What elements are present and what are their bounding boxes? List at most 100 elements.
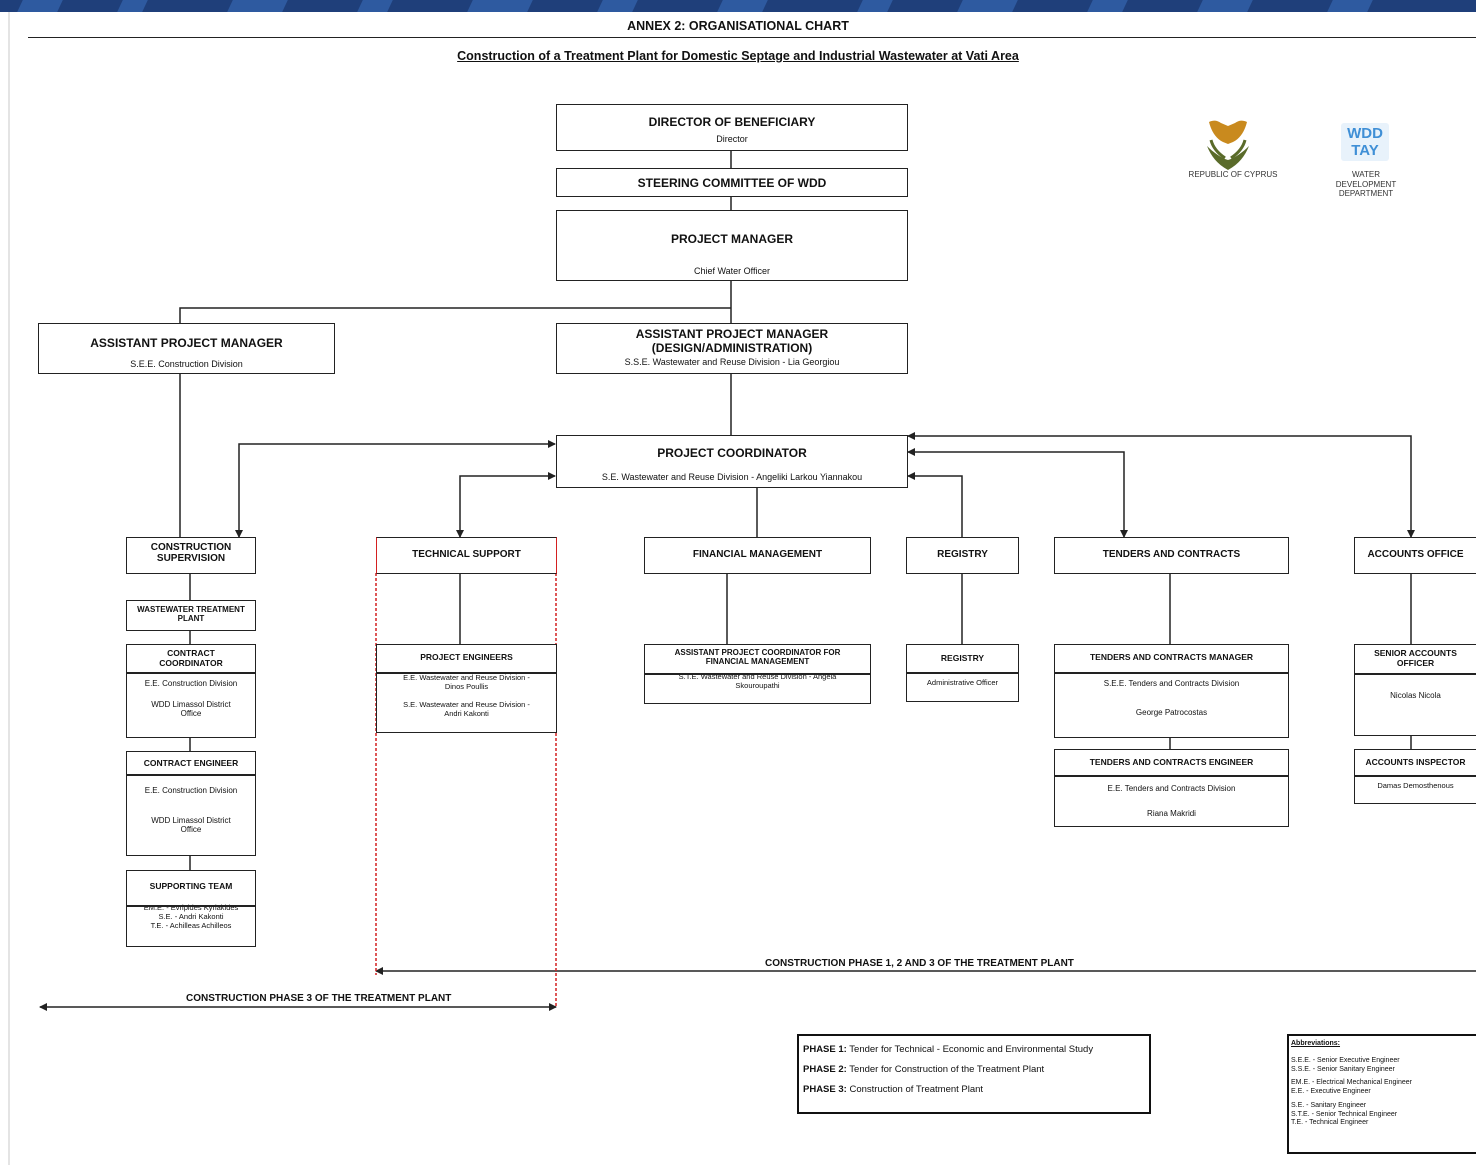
top-decorative-bar xyxy=(0,0,1476,12)
tenders-eng-line-1: E.E. Tenders and Contracts Division xyxy=(1107,784,1236,793)
financial-sub-title-2: FINANCIAL MANAGEMENT xyxy=(705,657,810,666)
technical-header: TECHNICAL SUPPORT xyxy=(412,549,521,560)
director-title: DIRECTOR OF BENEFICIARY xyxy=(648,115,816,129)
financial-management-box: FINANCIAL MANAGEMENT xyxy=(644,537,871,574)
sao-name: Nicolas Nicola xyxy=(1390,691,1441,700)
abbr-group-1: S.E.E. - Senior Executive Engineer S.S.E… xyxy=(1291,1057,1476,1075)
phase-1-text: Tender for Technical - Economic and Envi… xyxy=(849,1044,1094,1055)
accounts-office-box: ACCOUNTS OFFICE xyxy=(1354,537,1476,574)
project-engineers-box: PROJECT ENGINEERS E.E. Wastewater and Re… xyxy=(376,644,557,733)
arrow-coordinator-technical xyxy=(456,472,556,538)
sao-title-1: SENIOR ACCOUNTS xyxy=(1374,648,1457,658)
contract-coordinator-box: CONTRACT COORDINATOR E.E. Construction D… xyxy=(126,644,256,738)
director-sub: Director xyxy=(716,134,748,144)
senior-accounts-officer-box: SENIOR ACCOUNTS OFFICER Nicolas Nicola xyxy=(1354,644,1476,736)
registry-sub-title: REGISTRY xyxy=(940,653,985,663)
phase-legend-box: PHASE 1: Tender for Technical - Economic… xyxy=(797,1034,1151,1114)
chart-subtitle: Construction of a Treatment Plant for Do… xyxy=(457,49,1019,63)
phase-2-row: PHASE 2: Tender for Construction of the … xyxy=(803,1064,1149,1075)
phase-3-label: CONSTRUCTION PHASE 3 OF THE TREATMENT PL… xyxy=(186,993,452,1004)
arrow-coordinator-tenders xyxy=(907,448,1128,538)
accounts-header: ACCOUNTS OFFICE xyxy=(1367,549,1464,560)
tenders-eng-title: TENDERS AND CONTRACTS ENGINEER xyxy=(1089,757,1254,767)
abbr-7: T.E. - Technical Engineer xyxy=(1291,1119,1369,1127)
apm-right-title-1: ASSISTANT PROJECT MANAGER xyxy=(635,327,829,341)
abbreviations-heading: Abbreviations: xyxy=(1291,1040,1341,1047)
cyprus-caption: REPUBLIC OF CYPRUS xyxy=(1188,170,1278,179)
ce-line-1: E.E. Construction Division xyxy=(144,786,238,795)
page-left-rule xyxy=(8,12,10,1165)
cc-title-1: CONTRACT xyxy=(167,648,215,658)
tenders-engineer-box: TENDERS AND CONTRACTS ENGINEER E.E. Tend… xyxy=(1054,749,1289,827)
phase-3-key: PHASE 3: xyxy=(803,1084,847,1095)
cc-line-2a: WDD Limassol District xyxy=(151,700,231,709)
cc-line-1: E.E. Construction Division xyxy=(144,679,238,688)
financial-sub-line-1: S.T.E. Wastewater and Reuse Division - A… xyxy=(678,672,837,681)
coordinator-title: PROJECT COORDINATOR xyxy=(657,446,807,460)
steering-box: STEERING COMMITTEE OF WDD xyxy=(556,168,908,197)
ai-name: Damas Demosthenous xyxy=(1377,781,1454,790)
wdd-mark: WDD TAY xyxy=(1347,125,1383,159)
phase-2-key: PHASE 2: xyxy=(803,1064,847,1075)
abbr-group-3: S.E. - Sanitary Engineer S.T.E. - Senior… xyxy=(1291,1102,1476,1128)
phase-1-key: PHASE 1: xyxy=(803,1044,847,1055)
wdd-caption-line-3: DEPARTMENT xyxy=(1338,189,1394,199)
arrow-coordinator-accounts xyxy=(907,432,1415,538)
coordinator-box: PROJECT COORDINATOR S.E. Wastewater and … xyxy=(556,435,908,488)
supporting-team-box: SUPPORTING TEAM EM.E. - Evripides Kyriak… xyxy=(126,870,256,947)
abbr-group-2: EM.E. - Electrical Mechanical Engineer E… xyxy=(1291,1079,1476,1097)
abbr-3: EM.E. - Electrical Mechanical Engineer xyxy=(1291,1079,1412,1087)
assistant-coordinator-financial-box: ASSISTANT PROJECT COORDINATOR FOR FINANC… xyxy=(644,644,871,704)
ce-line-2b: Office xyxy=(180,825,202,834)
st-line-1: EM.E. - Evripides Kyriakides xyxy=(143,903,239,912)
financial-sub-line-2: Skouroupathi xyxy=(735,681,780,690)
pe-line-1a: E.E. Wastewater and Reuse Division - xyxy=(403,673,530,682)
abbr-6: S.T.E. - Senior Technical Engineer xyxy=(1291,1110,1398,1118)
pm-title: PROJECT MANAGER xyxy=(670,232,793,246)
tenders-header: TENDERS AND CONTRACTS xyxy=(1102,549,1241,560)
st-line-3: T.E. - Achilleas Achilleos xyxy=(150,921,232,930)
construction-header-1: CONSTRUCTION xyxy=(150,542,232,553)
wdd-caption-line-2: DEVELOPMENT xyxy=(1335,179,1397,189)
apm-right-title-2: (DESIGN/ADMINISTRATION) xyxy=(651,341,813,355)
title-rule xyxy=(28,37,1476,38)
pe-line-2a: S.E. Wastewater and Reuse Division - xyxy=(403,700,530,709)
st-title: SUPPORTING TEAM xyxy=(149,881,233,891)
connector-pm-apm-left xyxy=(179,307,731,323)
pm-sub: Chief Water Officer xyxy=(693,266,771,276)
wdd-logo-icon: WDD TAY xyxy=(1341,123,1389,161)
chart-title: ANNEX 2: ORGANISATIONAL CHART xyxy=(627,19,849,33)
apm-right-sub: S.S.E. Wastewater and Reuse Division - L… xyxy=(624,357,840,367)
ai-title: ACCOUNTS INSPECTOR xyxy=(1365,757,1466,767)
abbr-1: S.E.E. - Senior Executive Engineer xyxy=(1291,1056,1400,1064)
registry-header: REGISTRY xyxy=(937,549,988,560)
abbreviations-box: Abbreviations: S.E.E. - Senior Executive… xyxy=(1287,1034,1476,1154)
accounts-inspector-box: ACCOUNTS INSPECTOR Damas Demosthenous xyxy=(1354,749,1476,804)
abbr-2: S.S.E. - Senior Sanitary Engineer xyxy=(1291,1065,1395,1073)
tenders-mgr-line-2: George Patrocostas xyxy=(1135,708,1208,717)
phase-3-row: PHASE 3: Construction of Treatment Plant xyxy=(803,1084,1149,1095)
wtp-title-2: PLANT xyxy=(177,614,205,623)
abbr-4: E.E. - Executive Engineer xyxy=(1291,1088,1371,1095)
pe-title: PROJECT ENGINEERS xyxy=(420,652,513,662)
tenders-manager-box: TENDERS AND CONTRACTS MANAGER S.E.E. Ten… xyxy=(1054,644,1289,738)
tenders-contracts-box: TENDERS AND CONTRACTS xyxy=(1054,537,1289,574)
financial-sub-title-1: ASSISTANT PROJECT COORDINATOR FOR xyxy=(674,648,841,657)
phase-1-row: PHASE 1: Tender for Technical - Economic… xyxy=(803,1044,1149,1055)
registry-sub-line: Administrative Officer xyxy=(926,678,999,687)
ce-line-2a: WDD Limassol District xyxy=(151,816,231,825)
cc-line-2b: Office xyxy=(180,709,202,718)
cyprus-emblem-icon xyxy=(1207,120,1249,170)
apm-left-box: ASSISTANT PROJECT MANAGER S.E.E. Constru… xyxy=(38,323,335,374)
construction-header-2: SUPERVISION xyxy=(156,553,226,564)
ce-title: CONTRACT ENGINEER xyxy=(143,758,239,768)
registry-box: REGISTRY xyxy=(906,537,1019,574)
phase-2-text: Tender for Construction of the Treatment… xyxy=(849,1064,1045,1075)
tenders-eng-line-2: Riana Makridi xyxy=(1147,809,1196,818)
pm-box: PROJECT MANAGER Chief Water Officer xyxy=(556,210,908,281)
arrow-coordinator-construction xyxy=(235,440,556,538)
technical-support-box: TECHNICAL SUPPORT xyxy=(376,537,557,574)
construction-supervision-box: CONSTRUCTION SUPERVISION xyxy=(126,537,256,574)
pe-line-2b: Andri Kakonti xyxy=(444,709,489,718)
